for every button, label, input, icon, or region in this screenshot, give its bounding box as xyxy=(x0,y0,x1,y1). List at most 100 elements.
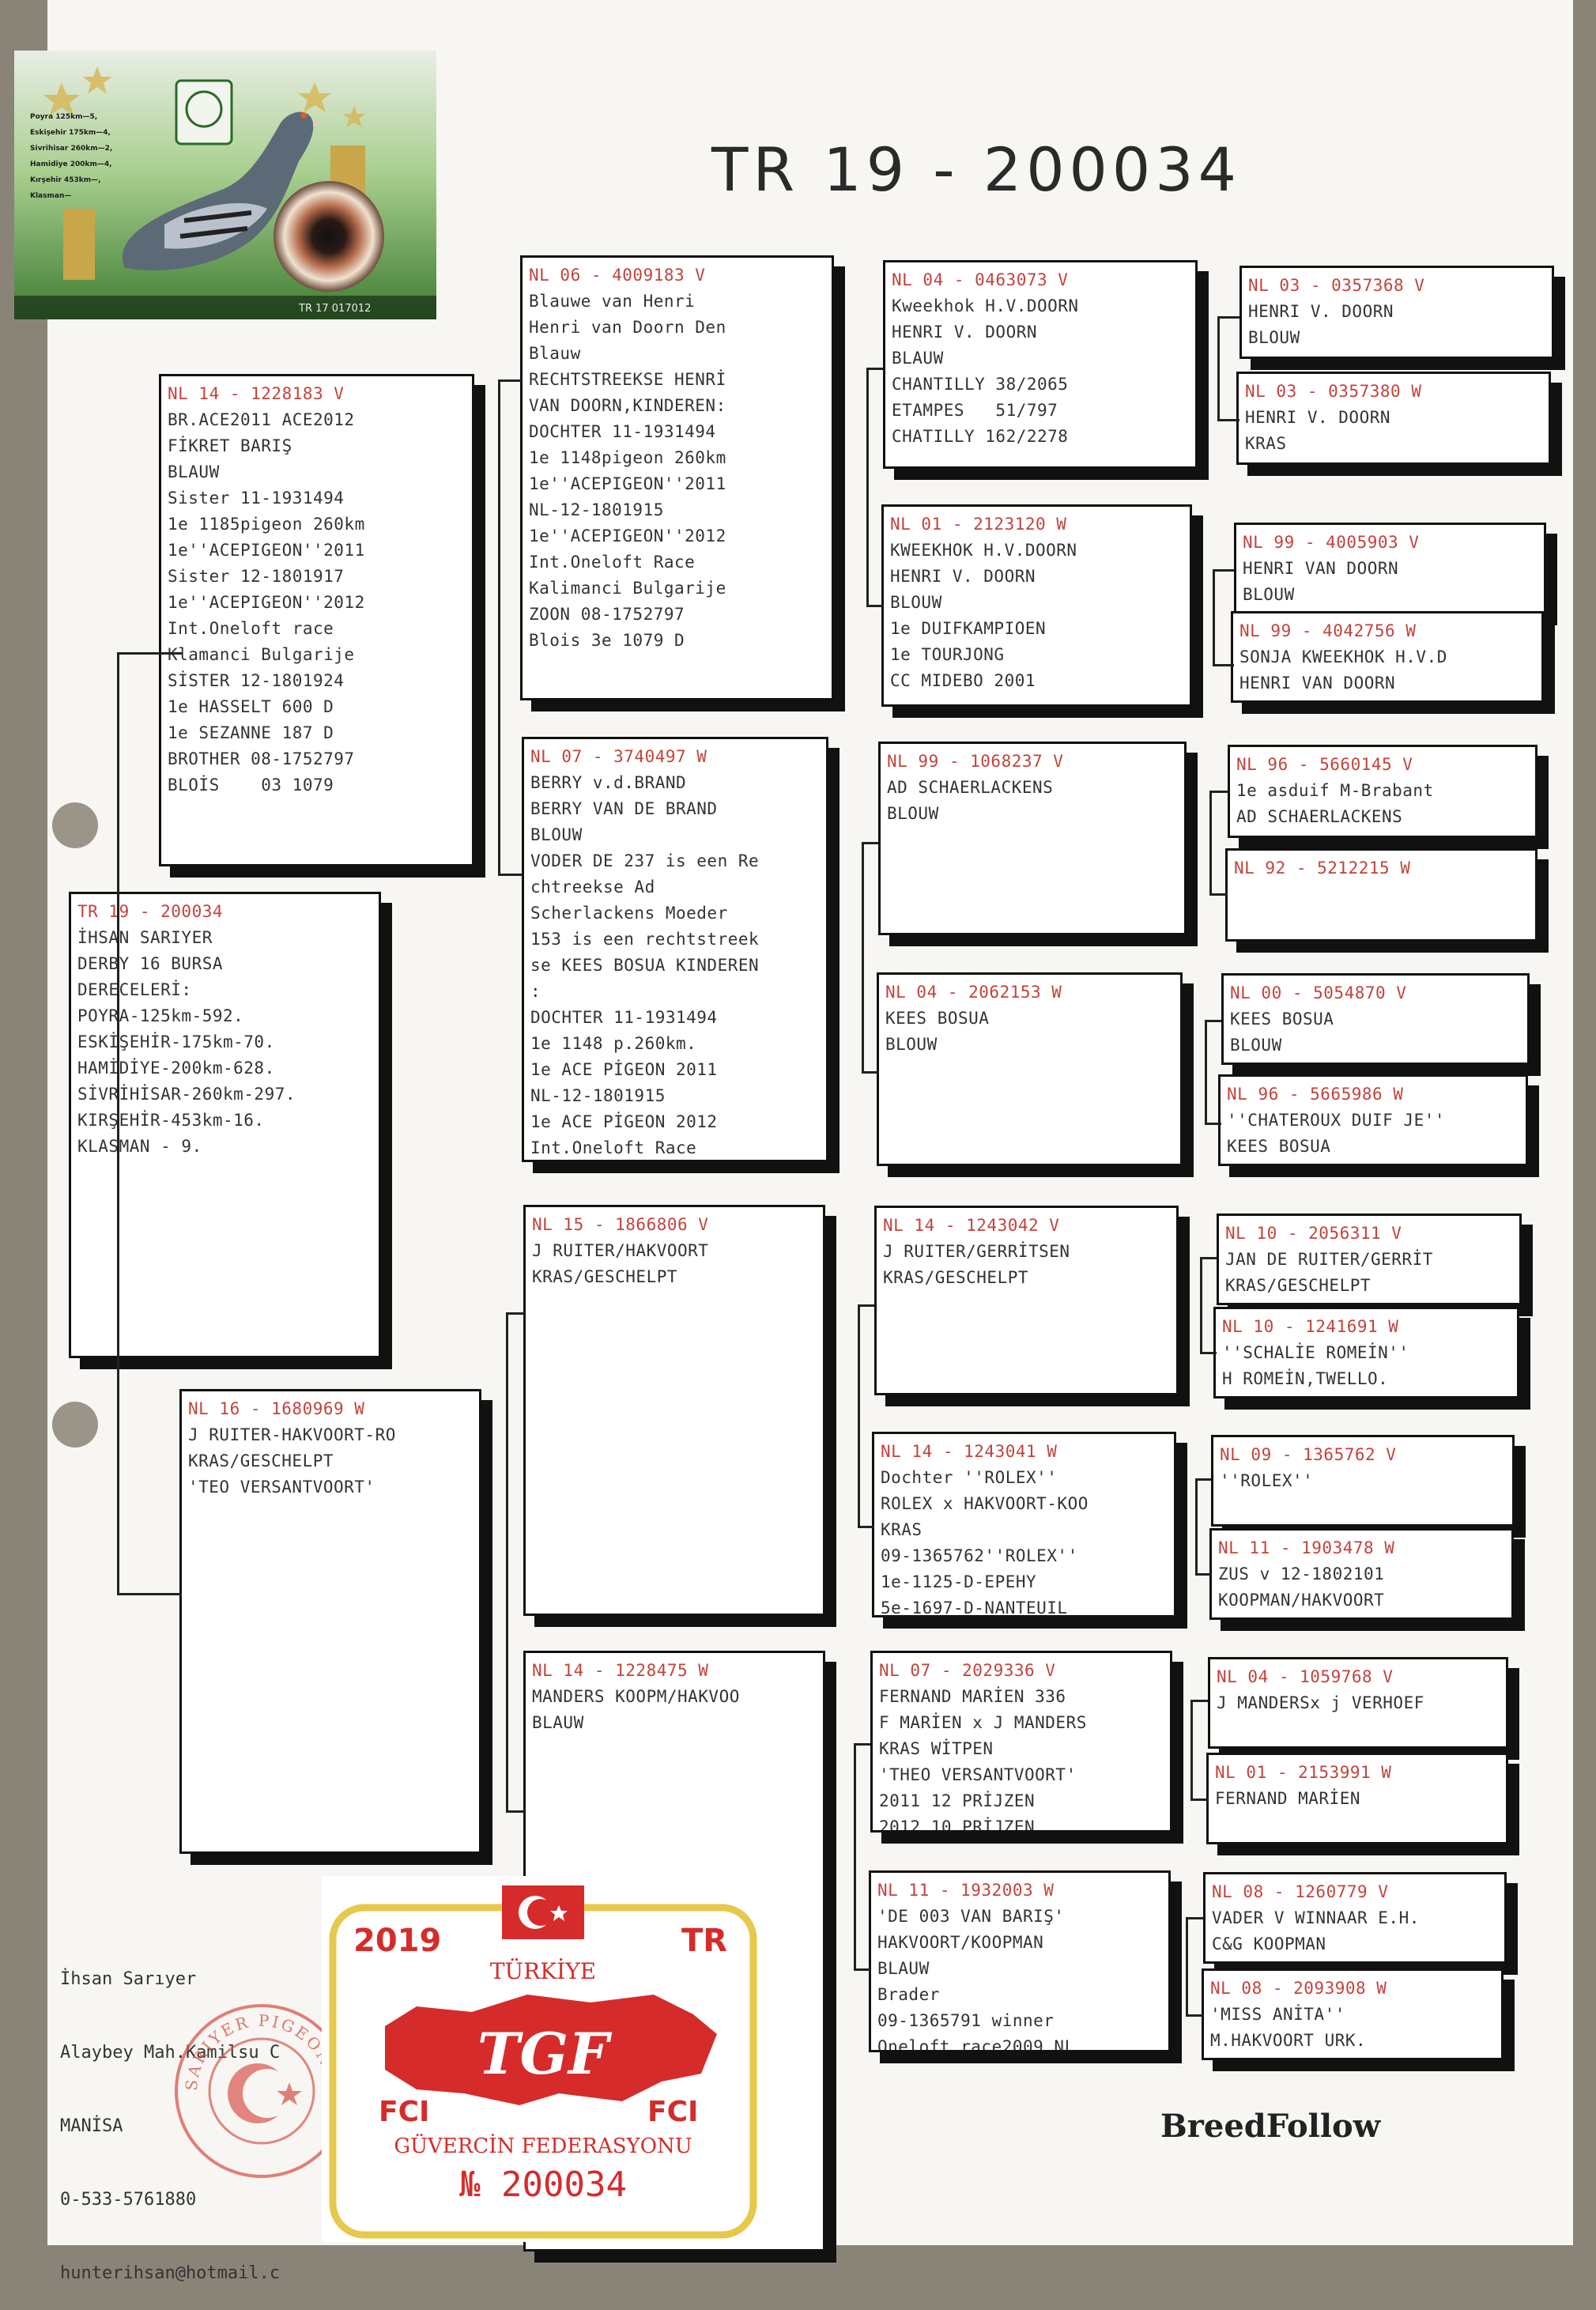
tree-connector xyxy=(117,652,119,1593)
pedigree-box-g6: NL 92 - 5212215 W xyxy=(1225,848,1538,942)
tree-connector xyxy=(866,368,869,605)
ring-number: NL 14 - 1243042 V xyxy=(883,1216,1060,1235)
pedigree-line: J MANDERSx j VERHOEF xyxy=(1217,1693,1424,1712)
sticker-year: 2019 xyxy=(353,1923,441,1959)
pedigree-line: ZUS v 12-1802101 xyxy=(1218,1565,1385,1583)
pedigree-line: C&G KOOPMAN xyxy=(1212,1934,1326,1953)
tree-connector xyxy=(862,1071,878,1074)
pedigree-line: KRAS/GESCHELPT xyxy=(532,1267,678,1286)
pedigree-line: MANDERS KOOPM/HAKVOO xyxy=(532,1687,740,1706)
pedigree-line: 09-1365762''ROLEX'' xyxy=(881,1546,1078,1565)
pedigree-line: POYRA-125km-592. xyxy=(77,1006,244,1025)
tree-connector xyxy=(1186,2014,1203,2017)
tree-connector xyxy=(1190,1700,1193,1799)
tree-connector xyxy=(1190,1799,1208,1801)
ring-number: NL 04 - 0463073 V xyxy=(892,270,1069,289)
pedigree-line: 'MISS ANİTA'' xyxy=(1210,2005,1345,2024)
pedigree-line: 1e ACE PİGEON 2012 xyxy=(530,1112,718,1131)
pedigree-line: HAMİDİYE-200km-628. xyxy=(77,1059,275,1078)
pedigree-line: Brader xyxy=(877,1985,940,2004)
pedigree-line: NL-12-1801915 xyxy=(529,500,664,519)
pedigree-title: TR 19 - 200034 xyxy=(711,134,1241,205)
tree-connector xyxy=(1195,1573,1211,1576)
pedigree-line: SONJA KWEEKHOK H.V.D xyxy=(1239,647,1447,666)
pedigree-line: 1e''ACEPIGEON''2011 xyxy=(529,474,726,493)
pedigree-line: BR.ACE2011 ACE2012 xyxy=(168,410,355,429)
pedigree-line: 5e-1697-D-NANTEUIL xyxy=(881,1599,1068,1617)
pedigree-line: KWEEKHOK H.V.DOORN xyxy=(890,541,1077,560)
tree-connector xyxy=(1186,1917,1188,2014)
pedigree-line: 1e asduif M-Brabant xyxy=(1236,781,1434,800)
pedigree-line: 1e DUIFKAMPIOEN xyxy=(890,619,1047,638)
owner-city: MANİSA xyxy=(60,2116,123,2136)
pedigree-line: HAKVOORT/KOOPMAN xyxy=(877,1933,1044,1952)
tree-connector xyxy=(1200,1257,1202,1352)
pedigree-line: ZOON 08-1752797 xyxy=(529,605,685,624)
tree-connector xyxy=(1186,1917,1203,1919)
pedigree-line: FİKRET BARIŞ xyxy=(168,436,292,455)
tree-connector xyxy=(862,842,864,1071)
pedigree-line: Sister 11-1931494 xyxy=(168,489,345,508)
owner-address: Alaybey Mah.Kamilsu C xyxy=(60,2043,281,2063)
tree-connector xyxy=(1200,1352,1217,1354)
brand-logo: BreedFollow xyxy=(1160,2108,1381,2145)
pedigree-line: BLAUW xyxy=(877,1959,930,1978)
tree-connector xyxy=(1200,1257,1217,1259)
pedigree-line: HENRI V. DOORN xyxy=(892,323,1038,342)
pedigree-line: Int.Oneloft race xyxy=(168,619,334,638)
pedigree-line: ''SCHALİE ROMEİN'' xyxy=(1222,1343,1409,1362)
svg-text:Klasman—: Klasman— xyxy=(30,192,71,200)
pedigree-line: 1e TOURJONG xyxy=(890,645,1005,664)
pedigree-line: VADER V WINNAAR E.H. xyxy=(1212,1908,1420,1927)
ring-number: TR 19 - 200034 xyxy=(77,902,224,921)
pedigree-line: J RUITER/GERRİTSEN xyxy=(883,1242,1070,1261)
pedigree-line: Int.Oneloft Race xyxy=(529,553,696,572)
tree-connector xyxy=(1190,1700,1208,1702)
pedigree-box-g8: NL 96 - 5665986 W''CHATEROUX DUIF JE''KE… xyxy=(1218,1074,1528,1166)
pedigree-line: 1e 1185pigeon 260km xyxy=(168,515,365,534)
pedigree-box-g10: NL 10 - 1241691 W''SCHALİE ROMEİN''H ROM… xyxy=(1213,1307,1519,1398)
tree-connector xyxy=(498,379,500,874)
pedigree-line: 153 is een rechtstreek xyxy=(530,930,760,949)
tree-connector xyxy=(1195,1478,1211,1481)
owner-name: İhsan Sarıyer xyxy=(60,1969,197,1989)
pedigree-line: ROLEX x HAKVOORT-KOO xyxy=(881,1494,1089,1513)
ring-number: NL 11 - 1932003 W xyxy=(877,1881,1055,1900)
pedigree-line: M.HAKVOORT URK. xyxy=(1210,2031,1367,2050)
pedigree-line: HENRI V. DOORN xyxy=(1248,302,1394,321)
svg-text:Poyra 125km—5,: Poyra 125km—5, xyxy=(30,113,97,121)
pedigree-line: BLAUW xyxy=(168,462,220,481)
pedigree-line: HENRI VAN DOORN xyxy=(1239,674,1396,693)
tree-connector xyxy=(866,605,883,607)
pedigree-box-g16: NL 08 - 2093908 W'MISS ANİTA''M.HAKVOORT… xyxy=(1202,1968,1504,2060)
ring-number: NL 07 - 2029336 V xyxy=(879,1661,1056,1680)
pedigree-line: J RUITER-HAKVOORT-RO xyxy=(188,1425,396,1444)
pedigree-line: BLOUW xyxy=(530,825,583,844)
pedigree-line: VODER DE 237 is een Re xyxy=(530,851,760,870)
tree-connector xyxy=(1209,791,1228,793)
pedigree-line: 1e 1148pigeon 260km xyxy=(529,448,726,467)
pedigree-line: İHSAN SARIYER xyxy=(77,928,213,947)
tree-connector xyxy=(854,1968,870,1971)
pedigree-line: FERNAND MARİEN 336 xyxy=(879,1687,1066,1706)
ring-number: NL 96 - 5660145 V xyxy=(1236,755,1413,774)
tree-connector xyxy=(506,1312,525,1315)
pedigree-line: 09-1365791 winner xyxy=(877,2011,1055,2030)
pedigree-line: Blauw xyxy=(529,344,581,363)
pedigree-line: KLASMAN - 9. xyxy=(77,1137,202,1156)
pedigree-line: BERRY v.d.BRAND xyxy=(530,773,687,792)
pedigree-line: H ROMEİN,TWELLO. xyxy=(1222,1369,1389,1388)
tree-connector xyxy=(1217,419,1239,421)
